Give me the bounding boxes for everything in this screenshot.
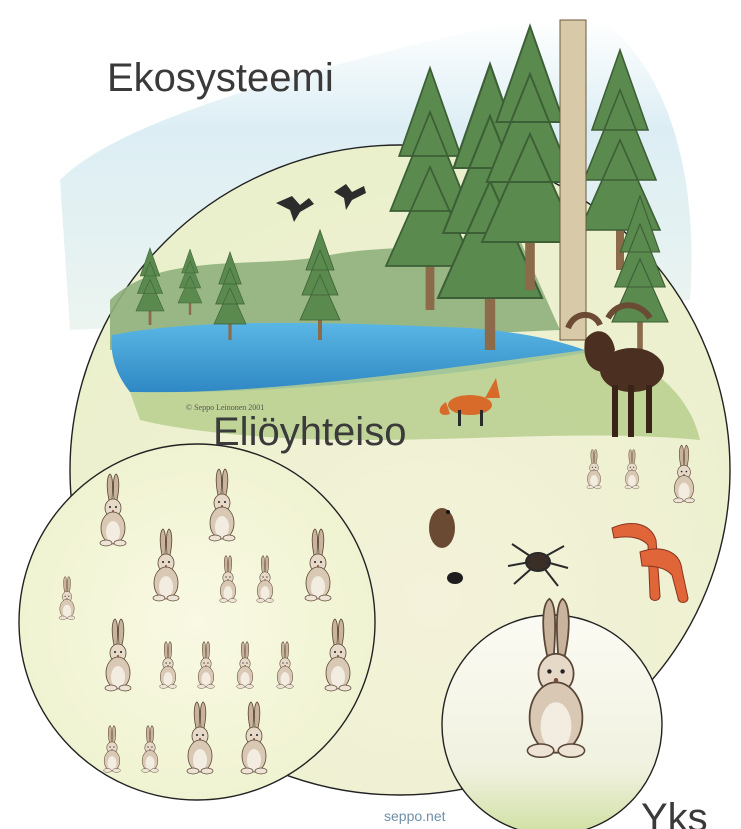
ecosystem-label: Ekosysteemi: [107, 56, 334, 101]
credit-text: seppo.net: [384, 808, 446, 824]
beetle: [447, 572, 463, 584]
individual-label: Yks: [641, 796, 708, 829]
vole: [429, 508, 455, 548]
community-label: Eliöyhteiso: [213, 410, 406, 455]
